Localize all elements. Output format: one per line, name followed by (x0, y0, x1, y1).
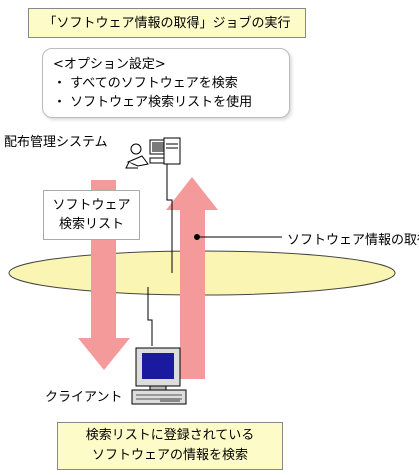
client-computer-icon (131, 347, 187, 405)
person-icon (125, 143, 149, 169)
option-settings-box: <オプション設定> ・ すべてのソフトウェアを検索 ・ ソフトウェア検索リストを… (42, 48, 290, 118)
result-box: 検索リストに登録されている ソフトウェアの情報を検索 (57, 422, 283, 470)
client-connection (147, 287, 153, 346)
network-leader (194, 234, 282, 240)
server-icon (149, 137, 181, 165)
option-item: ・ ソフトウェア検索リストを使用 (53, 95, 253, 110)
job-title-box: 「ソフトウェア情報の取得」ジョブの実行 (28, 8, 306, 38)
search-list-box: ソフトウェア 検索リスト (43, 190, 140, 240)
option-heading: <オプション設定> (53, 57, 166, 72)
client-label: クライアント (45, 390, 123, 405)
result-line: 検索リストに登録されている (85, 428, 255, 443)
search-list-line: 検索リスト (58, 217, 124, 232)
result-line: ソフトウェアの情報を検索 (91, 448, 248, 463)
manager-label: 配布管理システム (4, 135, 108, 150)
job-title: 「ソフトウェア情報の取得」ジョブの実行 (43, 16, 291, 31)
network-label: ソフトウェア情報の取得 (287, 233, 419, 248)
option-item: ・ すべてのソフトウェアを検索 (53, 76, 238, 91)
manager-connection (166, 163, 173, 273)
search-list-line: ソフトウェア (52, 198, 131, 213)
